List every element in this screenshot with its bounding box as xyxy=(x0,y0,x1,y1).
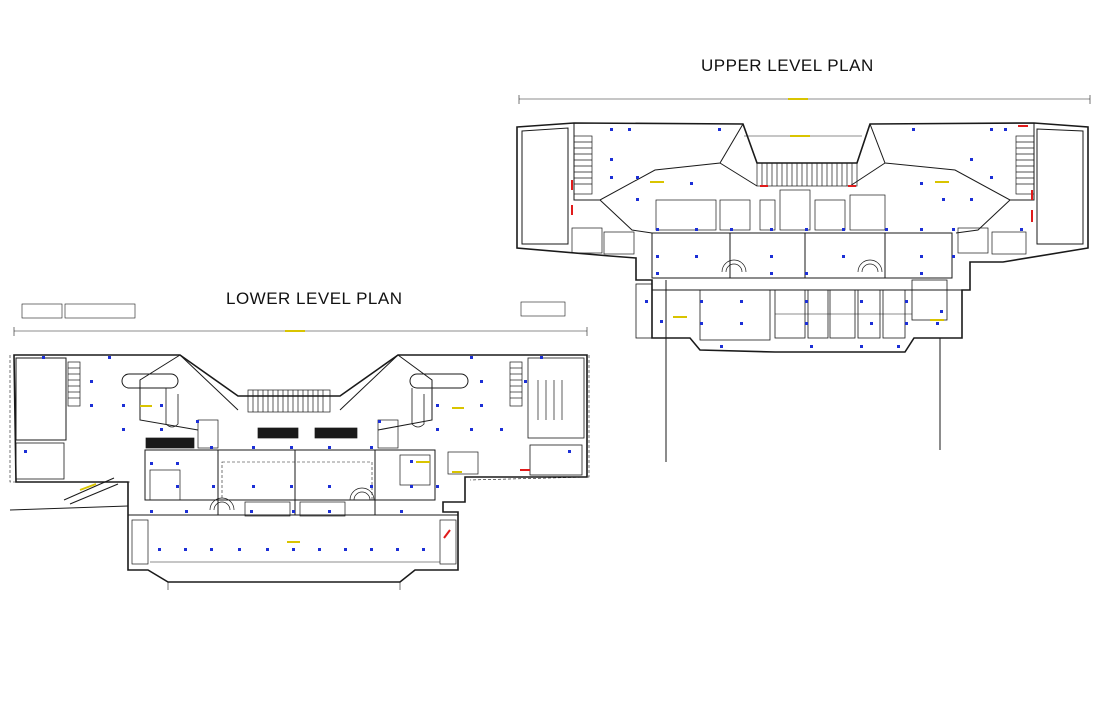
lower-level-plan-title: LOWER LEVEL PLAN xyxy=(226,289,403,308)
upper-level-plan-title: UPPER LEVEL PLAN xyxy=(701,56,874,75)
upper-level-plan xyxy=(516,95,1091,462)
lower-level-plan xyxy=(9,301,590,590)
